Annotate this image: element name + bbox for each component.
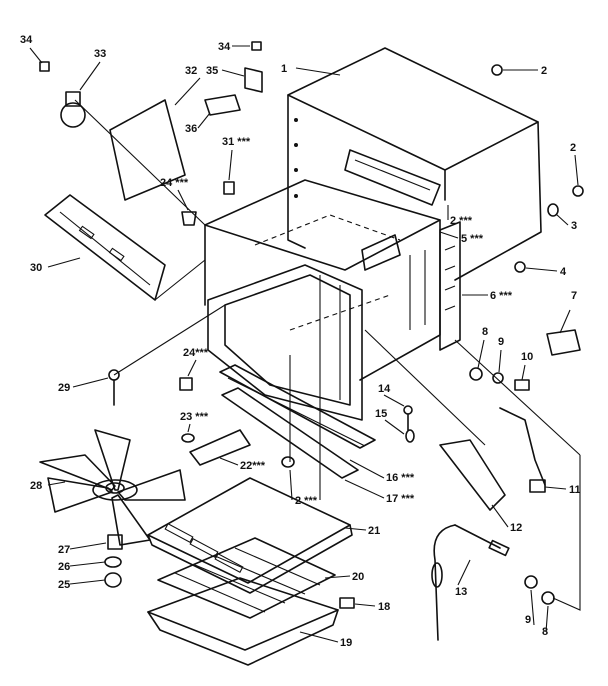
- label-34b: 34: [218, 41, 231, 53]
- label-5: 5 ***: [461, 233, 484, 245]
- label-30: 30: [30, 262, 42, 274]
- label-19: 19: [340, 637, 352, 649]
- probe-and-bracket: [403, 405, 555, 641]
- tray-rack-pan: [147, 477, 355, 666]
- right-small-parts: [469, 64, 584, 493]
- label-2b: 2: [570, 142, 576, 154]
- label-8a: 8: [482, 326, 488, 338]
- label-29: 29: [58, 382, 70, 394]
- label-13: 13: [455, 586, 467, 598]
- label-9b: 9: [525, 614, 531, 626]
- label-3: 3: [571, 220, 577, 232]
- label-33: 33: [94, 48, 106, 60]
- side-control-panel: [439, 221, 461, 351]
- label-4: 4: [560, 266, 567, 278]
- label-2a: 2: [541, 65, 547, 77]
- convection-fan: [39, 429, 186, 588]
- outer-cabinet: [287, 47, 542, 281]
- rack-guides: [219, 364, 376, 479]
- label-11: 11: [569, 484, 581, 496]
- label-2d: 2 ***: [295, 495, 318, 507]
- label-16: 16 ***: [386, 472, 415, 484]
- label-2c: 2 ***: [450, 215, 473, 227]
- leader-lines: [74, 99, 581, 611]
- label-9a: 9: [498, 336, 504, 348]
- lamp-assembly: [39, 61, 186, 201]
- label-31: 31 ***: [222, 136, 251, 148]
- label-18: 18: [378, 601, 390, 613]
- label-leaders: [29, 45, 579, 643]
- label-6: 6 ***: [490, 290, 513, 302]
- label-32: 32: [185, 65, 197, 77]
- label-15: 15: [375, 408, 387, 420]
- label-25: 25: [58, 579, 70, 591]
- label-27: 27: [58, 544, 70, 556]
- label-22: 22***: [240, 460, 266, 472]
- fasteners-center: [108, 369, 295, 468]
- label-34a: 34: [20, 34, 33, 46]
- label-10: 10: [521, 351, 533, 363]
- label-8b: 8: [542, 626, 548, 638]
- label-12: 12: [510, 522, 522, 534]
- small-brackets: [181, 41, 263, 226]
- label-24b: 24***: [183, 347, 209, 359]
- label-23: 23 ***: [180, 411, 209, 423]
- label-36: 36: [185, 123, 197, 135]
- label-14: 14: [378, 383, 391, 395]
- label-20: 20: [352, 571, 364, 583]
- label-1: 1: [281, 63, 287, 75]
- label-7: 7: [571, 290, 577, 302]
- rear-shield: [44, 194, 166, 301]
- callout-labels: 1 2 2 2 *** 2 *** 3 4 5 *** 6 *** 7 8 8 …: [20, 34, 581, 649]
- label-28: 28: [30, 480, 42, 492]
- label-24a: 24 ***: [160, 177, 189, 189]
- label-35: 35: [206, 65, 218, 77]
- label-21: 21: [368, 525, 380, 537]
- label-17: 17 ***: [386, 493, 415, 505]
- label-26: 26: [58, 561, 70, 573]
